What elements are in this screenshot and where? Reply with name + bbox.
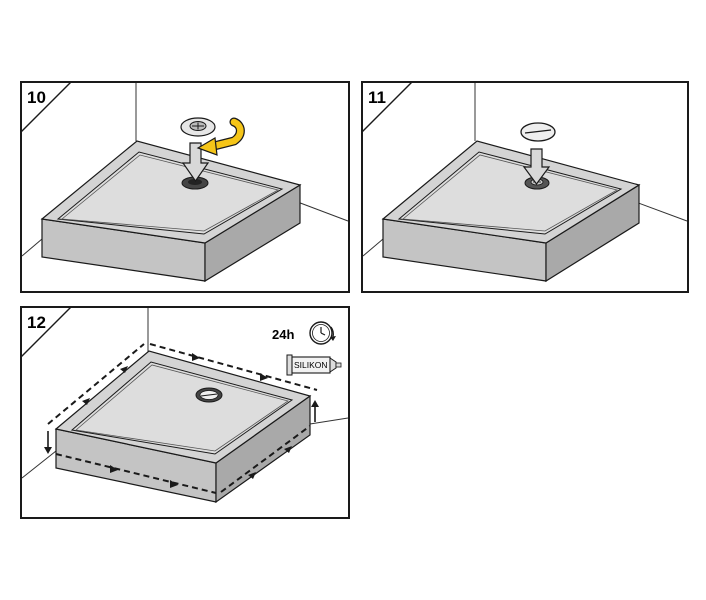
- step-10-panel: 10: [20, 81, 350, 293]
- vertical-seal-arrow-left: [44, 431, 52, 454]
- step-11-panel: 11: [361, 81, 689, 293]
- step-badge: 12: [20, 306, 73, 359]
- step-badge: 11: [361, 81, 414, 134]
- drain-opening: [181, 176, 209, 190]
- rotate-arrow-icon: [196, 117, 245, 156]
- drain-screw-icon: [180, 117, 216, 137]
- shower-tray: [40, 140, 302, 283]
- step-number: 10: [27, 88, 46, 107]
- step-badge: 10: [20, 81, 73, 134]
- drain-cap-icon: [195, 387, 223, 403]
- step-12-panel: 24h SILIKON 12: [20, 306, 350, 519]
- step-12-illustration: 24h SILIKON 12: [20, 306, 350, 519]
- cure-time-label: 24h: [272, 327, 294, 342]
- clock-icon: [309, 321, 336, 345]
- shower-tray: [54, 350, 312, 504]
- drain-cap-icon: [520, 122, 556, 142]
- silicone-tube-icon: SILIKON: [286, 354, 342, 376]
- silicone-seal-lines: [47, 343, 318, 494]
- vertical-seal-arrow-right: [311, 400, 319, 422]
- step-number: 12: [27, 313, 46, 332]
- step-10-illustration: 10: [20, 81, 350, 293]
- seal-direction-arrows: [82, 353, 292, 488]
- step-11-illustration: 11: [361, 81, 689, 293]
- shower-tray: [381, 140, 641, 283]
- insert-arrow: [522, 148, 551, 186]
- step-number: 11: [368, 88, 386, 107]
- sealant-label: SILIKON: [294, 360, 328, 370]
